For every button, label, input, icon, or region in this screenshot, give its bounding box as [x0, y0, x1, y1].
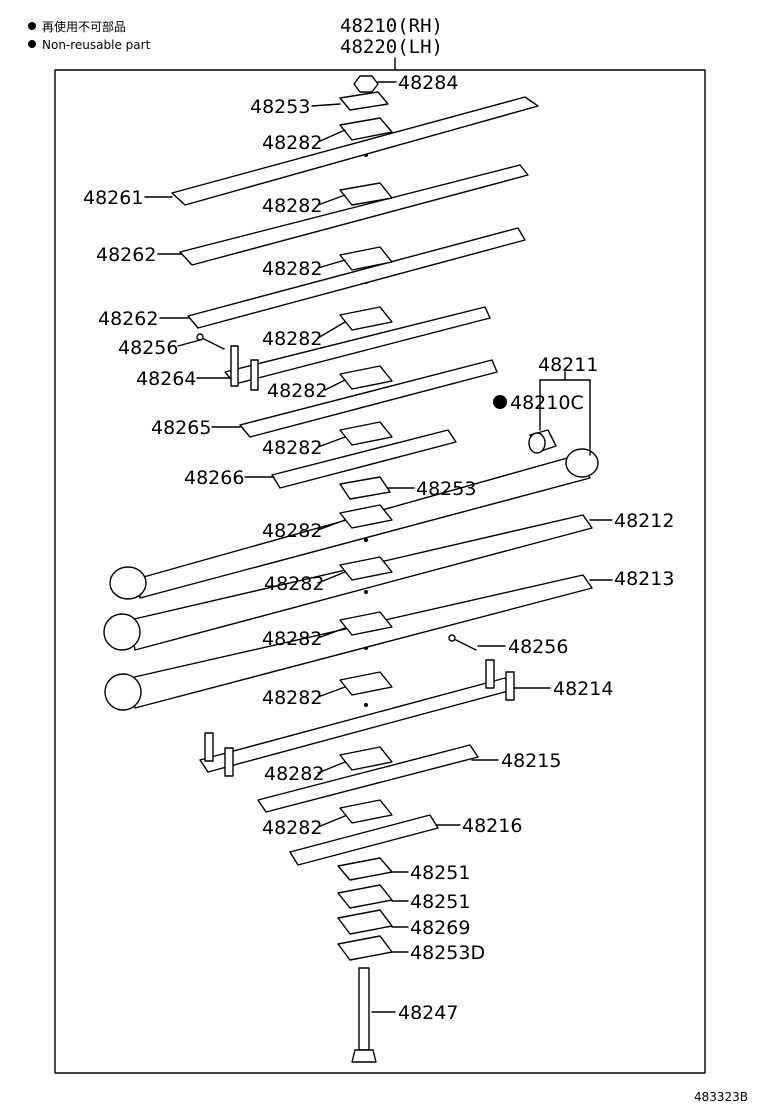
callout-48256-lower[interactable]: 48256 [508, 636, 568, 658]
callout-48256-upper[interactable]: 48256 [118, 337, 178, 359]
callout-48282-5[interactable]: 48282 [267, 380, 327, 402]
callout-48282-1[interactable]: 48282 [262, 132, 322, 154]
clip-48264 [230, 345, 259, 391]
callout-48265[interactable]: 48265 [151, 417, 211, 439]
callout-48282-6[interactable]: 48282 [262, 437, 322, 459]
legend-item-en: Non-reusable part [28, 36, 150, 54]
callout-48282-10[interactable]: 48282 [262, 687, 322, 709]
callout-48213[interactable]: 48213 [614, 568, 674, 590]
callout-48253-upper[interactable]: 48253 [250, 96, 310, 118]
legend-item-jp: 再使用不可部品 [28, 18, 150, 36]
assembly-rh: 48210(RH) [340, 15, 443, 37]
callout-48214[interactable]: 48214 [553, 678, 613, 700]
callout-48282-4[interactable]: 48282 [262, 328, 322, 350]
callout-48210c[interactable]: 48210C [510, 392, 584, 414]
leaf-48265 [239, 359, 498, 438]
callout-48247[interactable]: 48247 [398, 1002, 458, 1024]
assembly-part-number: 48210(RH) 48220(LH) [340, 16, 450, 58]
pad-48269 [337, 909, 393, 935]
callout-48282-11[interactable]: 48282 [264, 763, 324, 785]
callout-48251-b[interactable]: 48251 [410, 891, 470, 913]
non-reusable-dot-icon [28, 22, 36, 30]
nut-48284 [353, 75, 379, 93]
leaf-48266 [271, 429, 457, 489]
leaf-48215 [257, 744, 479, 813]
callout-48261[interactable]: 48261 [83, 187, 143, 209]
figure-code: 483323B [693, 1090, 748, 1104]
callout-48212[interactable]: 48212 [614, 510, 674, 532]
callout-48282-3[interactable]: 48282 [262, 258, 322, 280]
callout-48215[interactable]: 48215 [501, 750, 561, 772]
pad-48253-upper [339, 91, 389, 111]
callout-48282-2[interactable]: 48282 [262, 195, 322, 217]
callout-48262-b[interactable]: 48262 [98, 308, 158, 330]
leaf-48213 [103, 514, 593, 651]
bolt-48256-upper [196, 333, 225, 350]
leaf-48262b [187, 227, 526, 329]
pad-48251b [337, 884, 393, 909]
pad-48251a [337, 857, 393, 881]
leaf-48261 [171, 96, 539, 206]
callout-48264[interactable]: 48264 [136, 368, 196, 390]
leader-lines [144, 81, 613, 1013]
non-reusable-marker-48210c [493, 395, 507, 409]
callout-48216[interactable]: 48216 [462, 815, 522, 837]
callout-48284[interactable]: 48284 [398, 72, 458, 94]
callout-48266[interactable]: 48266 [184, 467, 244, 489]
leaf-48214 [104, 574, 593, 711]
legend: 再使用不可部品 Non-reusable part [28, 18, 150, 54]
pad-48253d [337, 935, 393, 961]
callout-48253d[interactable]: 48253D [410, 942, 485, 964]
bushing-48210c [528, 429, 557, 454]
center-bolt-48247 [351, 967, 377, 1063]
pad-48253-middle [339, 476, 391, 500]
callout-48282-9[interactable]: 48282 [262, 628, 322, 650]
callout-48282-7[interactable]: 48282 [262, 520, 322, 542]
callout-48282-8[interactable]: 48282 [264, 573, 324, 595]
callout-48262-a[interactable]: 48262 [96, 244, 156, 266]
bolt-48256-lower [448, 634, 477, 651]
callout-48251-a[interactable]: 48251 [410, 862, 470, 884]
clip-48214 [204, 659, 515, 777]
leaf-48216 [289, 814, 439, 866]
assembly-frame [54, 69, 706, 1074]
callout-48282-12[interactable]: 48282 [262, 817, 322, 839]
callout-48253-middle[interactable]: 48253 [416, 478, 476, 500]
assembly-lh: 48220(LH) [340, 36, 443, 58]
leaf-48262a [179, 164, 529, 266]
main-leaf-48212 [109, 448, 599, 600]
non-reusable-dot-icon [28, 40, 36, 48]
callout-48211[interactable]: 48211 [538, 354, 598, 376]
callout-48269[interactable]: 48269 [410, 917, 470, 939]
spacer-pads-48282 [339, 117, 393, 824]
